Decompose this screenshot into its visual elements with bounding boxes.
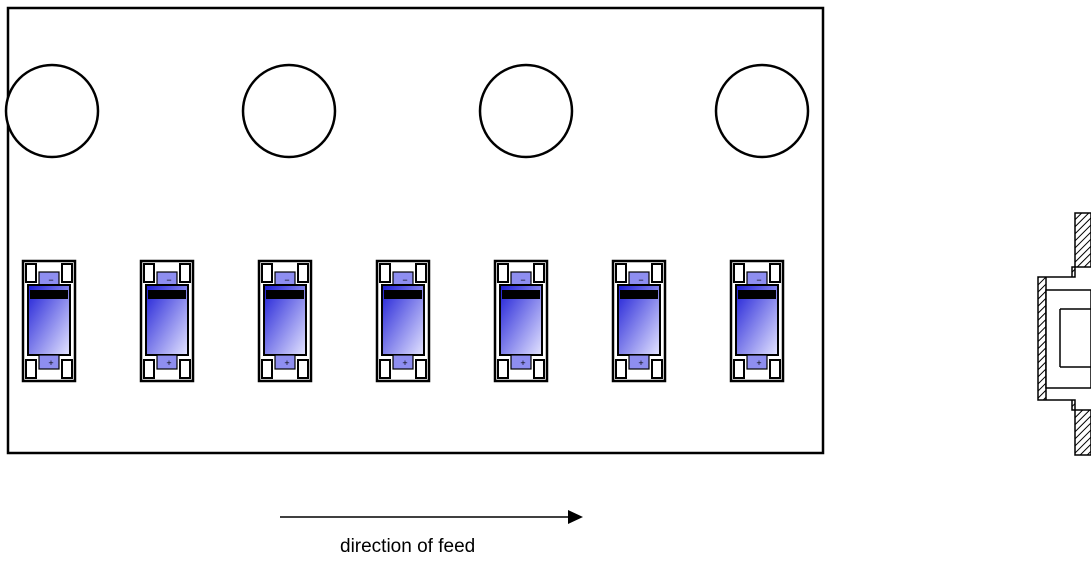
feed-direction-caption: direction of feed [340, 536, 476, 557]
sprocket-hole [241, 63, 337, 159]
smd-component: −+ [375, 259, 431, 383]
negative-mark: − [48, 275, 53, 285]
sprocket-hole [4, 63, 100, 159]
negative-mark: − [284, 275, 289, 285]
negative-mark: − [638, 275, 643, 285]
smd-component: −+ [21, 259, 77, 383]
positive-mark: + [756, 358, 761, 368]
positive-mark: + [520, 358, 525, 368]
sprocket-hole [714, 63, 810, 159]
negative-mark: − [402, 275, 407, 285]
sprocket-hole [478, 63, 574, 159]
component-row: −+−+−+−+−+−+−+ [21, 259, 785, 383]
negative-mark: − [520, 275, 525, 285]
positive-mark: + [166, 358, 171, 368]
smd-component: −+ [257, 259, 313, 383]
smd-component: −+ [493, 259, 549, 383]
positive-mark: + [402, 358, 407, 368]
smd-component: −+ [139, 259, 195, 383]
sprocket-holes [4, 63, 810, 159]
positive-mark: + [284, 358, 289, 368]
positive-mark: + [48, 358, 53, 368]
smd-component: −+ [729, 259, 785, 383]
arrow-right-icon [280, 510, 583, 524]
tape-cross-section [1037, 212, 1091, 456]
smd-component: −+ [611, 259, 667, 383]
carrier-tape [6, 6, 825, 455]
positive-mark: + [638, 358, 643, 368]
negative-mark: − [166, 275, 171, 285]
negative-mark: − [756, 275, 761, 285]
